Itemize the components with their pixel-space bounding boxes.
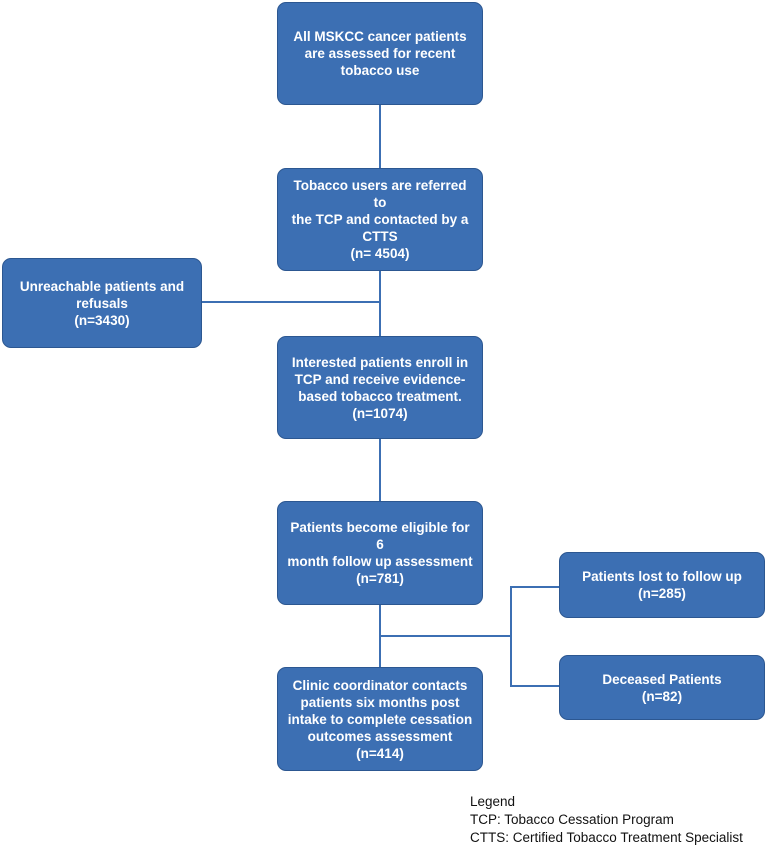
box-referred-line: CTTS [362, 229, 398, 244]
connector-assessed-to-referred [379, 104, 381, 168]
box-assessed-line: tobacco use [340, 63, 420, 78]
legend-item-ctts: CTTS: Certified Tobacco Treatment Specia… [470, 830, 743, 845]
box-coordinator-line: Clinic coordinator contacts [292, 677, 468, 693]
box-deceased-line: Deceased Patients [602, 671, 722, 687]
box-eligible-count: (n=781) [356, 571, 404, 586]
connector-to-unreachable [201, 301, 381, 303]
box-coordinator-line: intake to complete cessation [287, 711, 473, 727]
box-lost-count: (n=285) [638, 586, 686, 601]
box-lost: Patients lost to follow up (n=285) [559, 552, 765, 618]
box-enrolled: Interested patients enroll in TCP and re… [277, 336, 483, 439]
box-unreachable-count: (n=3430) [74, 312, 130, 328]
connector-branch-horizontal [379, 635, 511, 637]
box-deceased-count: (n=82) [641, 688, 683, 704]
box-assessed-line: are assessed for recent [304, 46, 456, 61]
box-eligible-line: Patients become eligible for 6 [290, 520, 470, 552]
box-coordinator-count: (n=414) [356, 745, 404, 761]
box-assessed-line: All MSKCC cancer patients [293, 29, 467, 44]
box-enrolled-line: TCP and receive evidence- [294, 371, 466, 387]
box-unreachable-line: refusals [76, 295, 128, 311]
box-referred-count: (n= 4504) [350, 246, 410, 261]
box-referred-line: the TCP and contacted by a [291, 212, 469, 227]
box-assessed: All MSKCC cancer patients are assessed f… [277, 2, 483, 105]
connector-branch-vertical [510, 586, 512, 686]
box-eligible-line: month follow up assessment [287, 554, 473, 569]
box-deceased: Deceased Patients (n=82) [559, 655, 765, 720]
box-lost-line: Patients lost to follow up [582, 569, 742, 584]
connector-enrolled-to-eligible [379, 438, 381, 501]
box-eligible: Patients become eligible for 6 month fol… [277, 501, 483, 605]
legend-title: Legend [470, 794, 516, 809]
box-enrolled-count: (n=1074) [352, 405, 408, 421]
box-referred: Tobacco users are referred to the TCP an… [277, 168, 483, 271]
legend: Legend TCP: Tobacco Cessation Program CT… [470, 793, 743, 847]
box-coordinator: Clinic coordinator contacts patients six… [277, 667, 483, 771]
box-coordinator-line: outcomes assessment [307, 728, 453, 744]
legend-item-tcp: TCP: Tobacco Cessation Program [470, 812, 674, 827]
box-referred-line: Tobacco users are referred to [293, 178, 467, 210]
connector-to-lost [510, 586, 559, 588]
connector-referred-to-enrolled [379, 270, 381, 336]
box-enrolled-line: based tobacco treatment. [298, 388, 462, 404]
box-unreachable: Unreachable patients and refusals (n=343… [2, 258, 202, 348]
box-coordinator-line: patients six months post [300, 694, 460, 710]
box-unreachable-line: Unreachable patients and [19, 278, 185, 294]
connector-to-deceased [510, 685, 559, 687]
box-enrolled-line: Interested patients enroll in [291, 354, 469, 370]
